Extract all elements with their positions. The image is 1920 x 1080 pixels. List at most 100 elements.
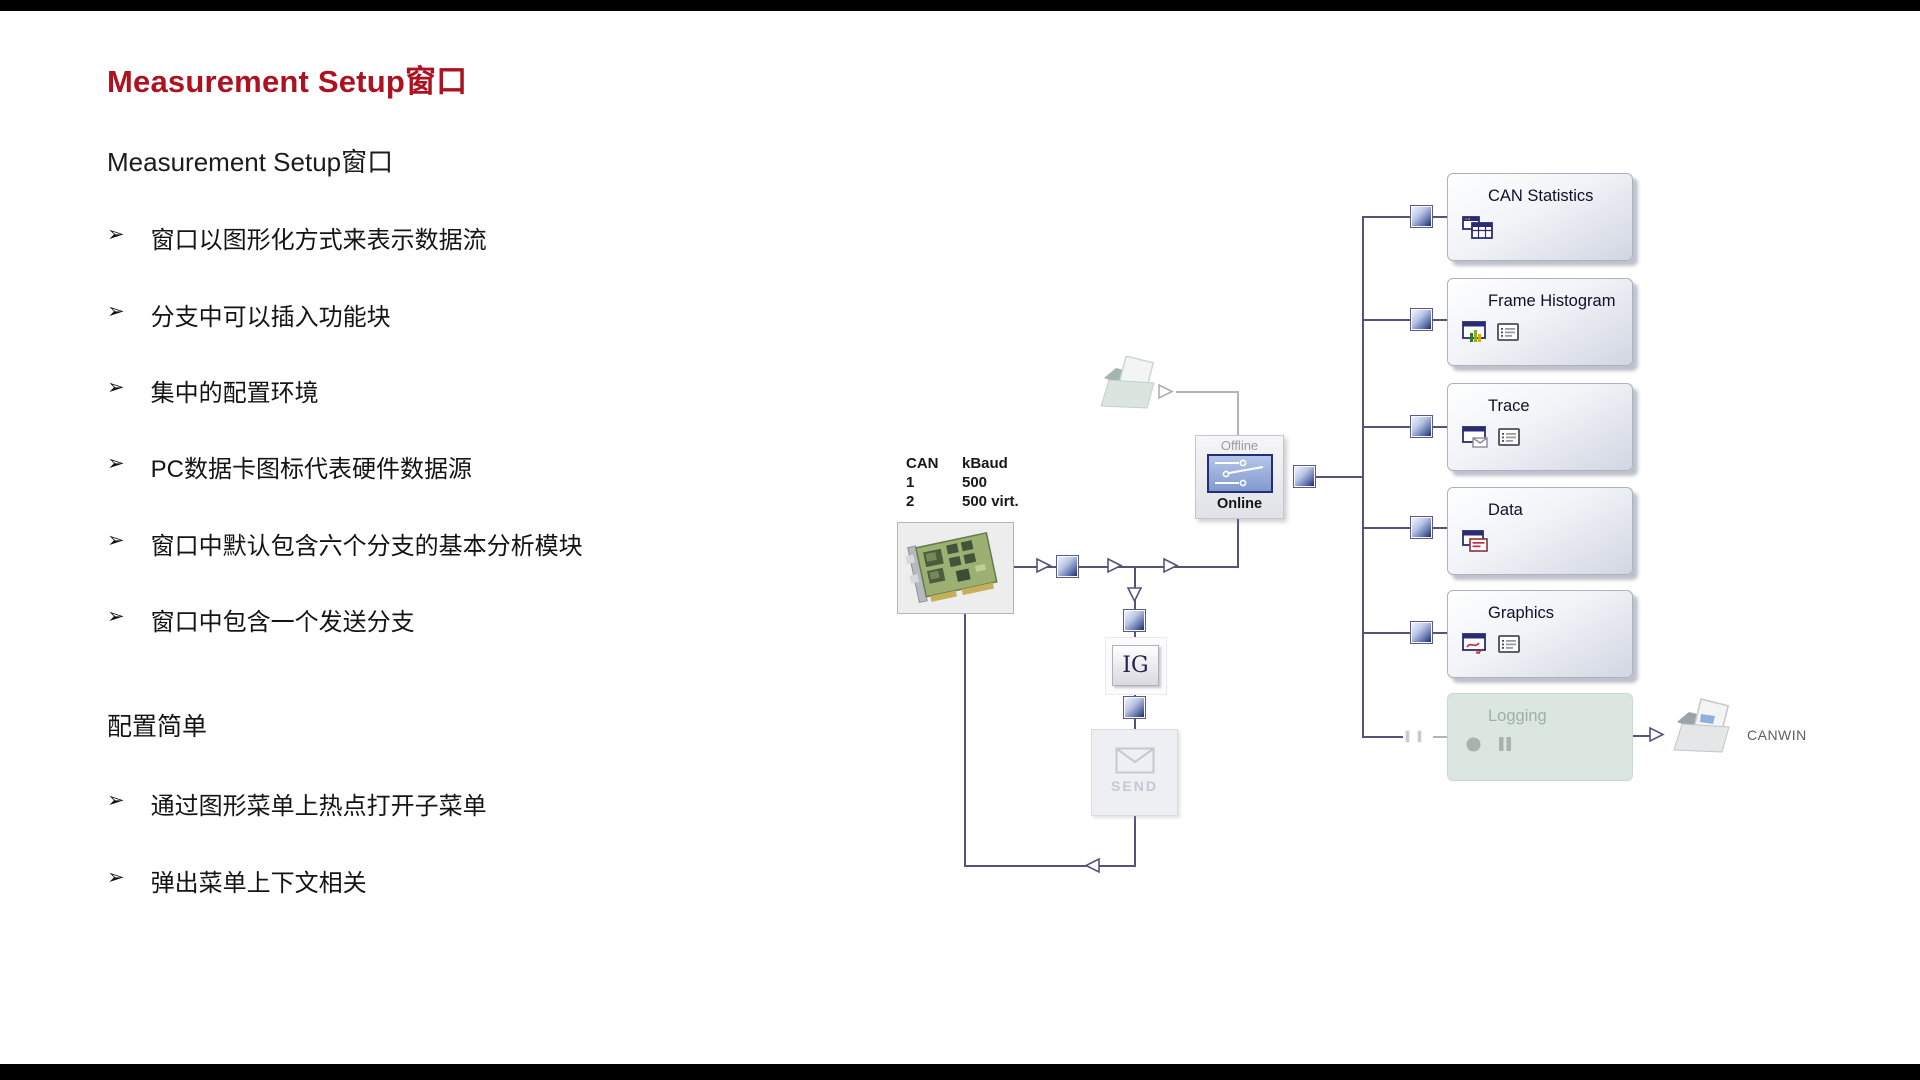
hw-col-kbaud: kBaud [962,455,1008,472]
send-block: SEND [1091,729,1178,816]
letterbox-top [0,0,1920,11]
hw-col-can: CAN [906,455,939,472]
stub-logging-right [1433,736,1447,738]
list-icon [1497,323,1519,341]
logging-disconnect-icon [1417,730,1422,743]
bullet-item: ➢ 窗口中包含一个发送分支 [107,602,415,637]
connector-to-switch [1237,518,1239,568]
bullet-arrow-icon: ➢ [107,223,125,246]
flow-arrow-right-icon [1158,383,1174,400]
node-cube [1410,205,1433,228]
hardware-channel-table: CAN kBaud 1 500 2 500 virt. [906,454,1019,511]
bullet-arrow-icon: ➢ [107,789,125,812]
pc-card-block [897,522,1014,614]
bullet-text: 集中的配置环境 [150,380,319,407]
branch-trace: Trace [1447,383,1633,471]
connector-feedback-left [964,613,966,867]
ig-label: IG [1122,653,1149,678]
branch-label: Trace [1488,397,1530,415]
logging-disconnect-icon [1405,730,1410,743]
bullet-text: 通过图形菜单上热点打开子菜单 [150,793,487,820]
connector-switch-to-bus [1313,476,1364,478]
page-title: Measurement Setup窗口 [107,64,468,99]
envelope-icon [1115,747,1154,774]
hw-ch2-baud: 500 virt. [962,493,1019,510]
connector-feedback-bottom [965,865,1136,867]
stub-logging [1363,736,1403,738]
stub-graphics [1363,632,1447,634]
bullet-arrow-icon: ➢ [107,452,125,475]
bullet-text: 窗口中包含一个发送分支 [150,609,415,636]
node-cube [1056,555,1079,578]
branch-label: Data [1488,501,1523,519]
branch-label: CAN Statistics [1488,187,1594,205]
bullet-item: ➢ 窗口中默认包含六个分支的基本分析模块 [107,526,583,561]
bullet-item: ➢ PC数据卡图标代表硬件数据源 [107,449,472,484]
branch-can-statistics: CAN Statistics [1447,173,1633,261]
bullet-arrow-icon: ➢ [107,376,125,399]
branch-logging: Logging [1447,693,1633,781]
hw-ch1-baud: 500 [962,474,988,491]
bullet-text: PC数据卡图标代表硬件数据源 [150,456,472,483]
letterbox-bottom [0,1064,1920,1080]
bullet-item: ➢ 通过图形菜单上热点打开子菜单 [107,786,487,821]
branch-bus [1362,216,1364,738]
bullet-text: 窗口中默认包含六个分支的基本分析模块 [150,533,583,560]
branch-label: Logging [1488,707,1547,725]
pause-icon [1499,737,1511,751]
bullet-item: ➢ 弹出菜单上下文相关 [107,863,367,898]
bullet-arrow-icon: ➢ [107,605,125,628]
list-icon [1498,428,1520,446]
branch-data: Data [1447,487,1633,575]
flow-arrow-right-icon [1036,557,1052,574]
stub-data [1363,527,1447,529]
subtitle: Measurement Setup窗口 [107,147,394,177]
node-cube [1293,465,1316,488]
bullet-text: 弹出菜单上下文相关 [150,870,367,897]
stub-frame-histogram [1363,319,1447,321]
node-cube [1410,415,1433,438]
bullet-arrow-icon: ➢ [107,300,125,323]
hw-ch2: 2 [906,493,915,510]
data-window-icon [1462,530,1488,552]
branch-frame-histogram: Frame Histogram [1447,278,1633,366]
connector-offline-file-v [1237,391,1239,435]
statistics-table-icon [1462,216,1493,239]
flow-arrow-down-icon [1126,587,1143,603]
offline-file-folder-icon [1100,356,1155,409]
node-cube [1410,621,1433,644]
bullet-item: ➢ 窗口以图形化方式来表示数据流 [107,220,487,255]
switch-panel-icon [1206,454,1273,493]
connector-offline-file-h [1176,391,1238,393]
online-offline-switch: Offline Online [1195,435,1284,519]
interactive-generator-block: IG [1112,645,1159,686]
bullet-item: ➢ 分支中可以插入功能块 [107,297,391,332]
stub-trace [1363,426,1447,428]
bullet-text: 窗口以图形化方式来表示数据流 [150,227,487,254]
canwin-folder-icon [1673,698,1730,753]
node-cube [1410,308,1433,331]
section-heading: 配置简单 [107,713,208,741]
node-cube [1410,516,1433,539]
histogram-window-icon [1462,321,1486,342]
list-icon [1498,635,1520,653]
graphics-window-icon [1462,633,1486,654]
canwin-label: CANWIN [1747,727,1807,743]
connector-main [1013,566,1239,568]
trace-window-icon [1462,426,1488,448]
connector-logging-canwin [1632,735,1650,737]
record-icon [1466,737,1481,751]
offline-label: Offline [1220,438,1259,453]
bullet-item: ➢ 集中的配置环境 [107,373,319,408]
node-cube [1123,696,1146,719]
stub-can-statistics [1363,216,1447,218]
connector-send-out [1134,815,1136,867]
flow-arrow-left-icon [1084,857,1100,874]
hw-ch1: 1 [906,474,915,491]
bullet-arrow-icon: ➢ [107,866,125,889]
pc-card-icon [904,532,998,603]
branch-graphics: Graphics [1447,590,1633,678]
bullet-arrow-icon: ➢ [107,529,125,552]
bullet-text: 分支中可以插入功能块 [150,304,391,331]
send-label: SEND [1111,778,1158,794]
